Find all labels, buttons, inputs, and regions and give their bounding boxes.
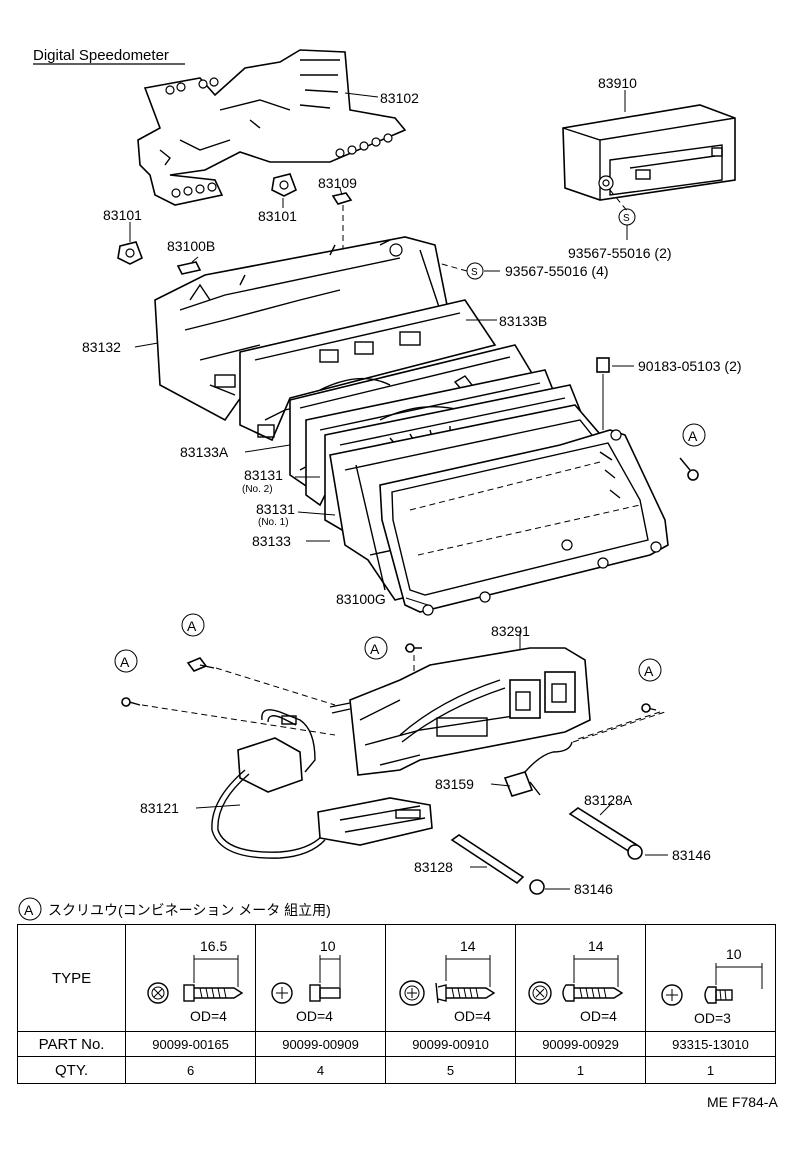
plate-83133B-drawing — [239, 299, 497, 442]
a-marker-caption: A — [24, 902, 34, 918]
qty-5: 1 — [645, 1056, 776, 1084]
label-83132: 83132 — [82, 339, 121, 355]
label-90183: 90183-05103 (2) — [638, 358, 742, 374]
label-93567-2: 93567-55016 (2) — [568, 245, 672, 261]
label-83101-b: 83101 — [103, 207, 142, 223]
outer-case-83100G-drawing — [379, 429, 669, 616]
part-no-4: 90099-00929 — [515, 1031, 646, 1057]
qty-3: 5 — [385, 1056, 517, 1084]
od-1: OD=4 — [190, 1008, 227, 1024]
type-cell-4: 14 OD=4 — [515, 924, 646, 1032]
a-marker-5: A — [644, 663, 654, 679]
screw-2-icon: 10 OD=4 — [271, 938, 341, 1024]
screw-1-icon: 16.5 OD=4 — [147, 938, 244, 1024]
length-5: 10 — [726, 946, 742, 962]
length-4: 14 — [588, 938, 604, 954]
qty-4: 1 — [515, 1056, 646, 1084]
label-83109: 83109 — [318, 175, 357, 191]
rod-83128-drawing — [450, 834, 545, 895]
clip-83101-drawing-b — [117, 241, 144, 265]
screw-4-icon: 14 OD=4 — [528, 938, 624, 1024]
label-83128: 83128 — [414, 859, 453, 875]
quantity-row: QTY. 6 4 5 1 1 — [16, 1056, 776, 1084]
label-no1: (No. 1) — [258, 517, 289, 528]
row-header-part-no: PART No. — [16, 1031, 127, 1057]
length-1: 16.5 — [200, 938, 227, 954]
switch-83159-drawing — [503, 741, 573, 797]
qty-2: 4 — [255, 1056, 387, 1084]
nut-90183-drawing — [596, 357, 610, 373]
label-83131-no2: 83131 — [244, 467, 283, 483]
label-83133: 83133 — [252, 533, 291, 549]
label-83100G: 83100G — [336, 591, 386, 607]
rear-case-83132-drawing — [154, 236, 451, 422]
type-cell-3: 14 OD=4 — [385, 924, 517, 1032]
figure-code: ME F784-A — [707, 1094, 778, 1110]
connector-block-drawing — [317, 797, 433, 846]
rod-83128A-drawing — [568, 807, 643, 860]
part-no-1: 90099-00165 — [125, 1031, 257, 1057]
label-83133A: 83133A — [180, 444, 229, 460]
label-no2: (No. 2) — [242, 484, 273, 495]
label-93567-4: 93567-55016 (4) — [505, 263, 609, 279]
label-83133B: 83133B — [499, 313, 547, 329]
od-5: OD=3 — [694, 1010, 731, 1026]
row-header-type: TYPE — [16, 924, 127, 1032]
label-83146-b: 83146 — [574, 881, 613, 897]
type-row: TYPE 16.5 OD=4 10 OD=4 — [16, 924, 776, 1032]
a-marker-2: A — [187, 618, 197, 634]
qty-1: 6 — [125, 1056, 257, 1084]
screw-spec-table: TYPE 16.5 OD=4 10 OD=4 — [16, 924, 776, 1084]
s-marker-1: S — [623, 213, 630, 224]
part-no-5: 93315-13010 — [645, 1031, 776, 1057]
table-caption: スクリユウ(コンビネーション メータ 組立用) — [48, 902, 331, 918]
label-83146-a: 83146 — [672, 847, 711, 863]
a-marker-1: A — [688, 428, 698, 444]
length-2: 10 — [320, 938, 336, 954]
od-3: OD=4 — [454, 1008, 491, 1024]
sensor-83121-drawing — [211, 709, 326, 859]
part-no-2: 90099-00909 — [255, 1031, 387, 1057]
part-number-row: PART No. 90099-00165 90099-00909 90099-0… — [16, 1031, 776, 1057]
type-cell-5: 10 OD=3 — [645, 924, 776, 1032]
computer-unit-83910-drawing — [562, 104, 736, 201]
label-83910: 83910 — [598, 75, 637, 91]
label-83121: 83121 — [140, 800, 179, 816]
a-marker-4: A — [120, 654, 130, 670]
od-2: OD=4 — [296, 1008, 333, 1024]
label-83100B: 83100B — [167, 238, 215, 254]
diagram-title: Digital Speedometer — [33, 47, 169, 64]
label-83102: 83102 — [380, 90, 419, 106]
row-header-qty: QTY. — [16, 1056, 127, 1084]
label-83101-a: 83101 — [258, 208, 297, 224]
type-cell-2: 10 OD=4 — [255, 924, 387, 1032]
label-83131-no1: 83131 — [256, 501, 295, 517]
label-83291: 83291 — [491, 623, 530, 639]
type-cell-1: 16.5 OD=4 — [125, 924, 257, 1032]
screw-5-icon: 10 OD=3 — [661, 946, 763, 1026]
bracket-83102-drawing — [137, 49, 407, 206]
part-no-3: 90099-00910 — [385, 1031, 517, 1057]
label-83159: 83159 — [435, 776, 474, 792]
screw-3-icon: 14 OD=4 — [399, 938, 496, 1024]
circuit-assembly-83291-drawing — [329, 647, 591, 776]
a-marker-3: A — [370, 641, 380, 657]
label-83128A: 83128A — [584, 792, 633, 808]
clip-83101-drawing-a — [271, 173, 298, 197]
od-4: OD=4 — [580, 1008, 617, 1024]
length-3: 14 — [460, 938, 476, 954]
s-marker-2: S — [471, 267, 478, 278]
bulb-83100B-drawing — [176, 261, 202, 275]
